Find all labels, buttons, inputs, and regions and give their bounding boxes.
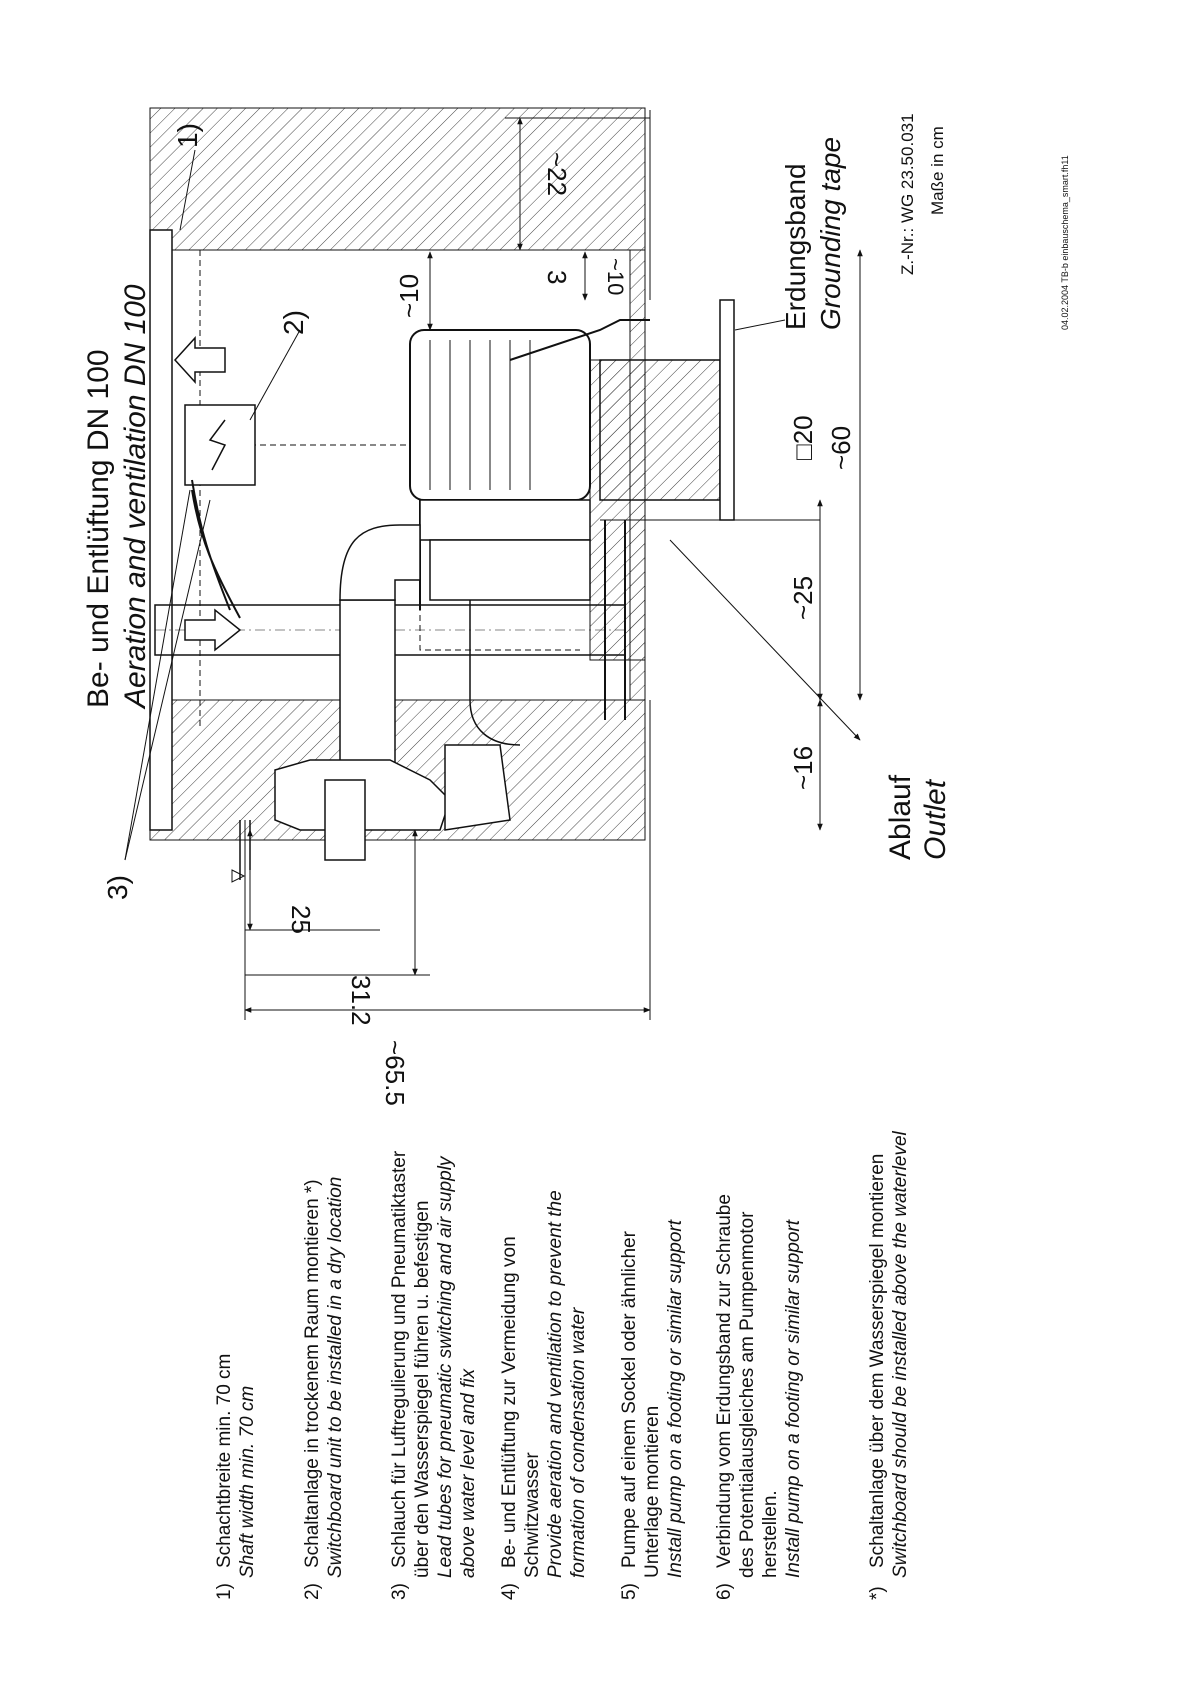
suction-pipe [469, 600, 521, 746]
note-text-de: Schlauch für Luftregulierung und Pneumat… [389, 1150, 410, 1568]
shaft-walls [149, 107, 721, 841]
note-text-en: Lead tubes for pneumatic switching and a… [435, 1155, 456, 1578]
dim-text-22: ~22 [542, 152, 572, 196]
note-text-de: Schwitzwasser [522, 1452, 543, 1578]
note-text-en: formation of condensation water [568, 1307, 589, 1578]
note-text-de: Schaltanlage in trockenem Raum montieren… [302, 1179, 323, 1568]
callout-3: 3) [102, 875, 133, 900]
note-number: 1) [214, 1583, 235, 1600]
note-text-de: Be- und Entlüftung zur Vermeidung von [499, 1236, 520, 1568]
shaft-top-wall [149, 107, 646, 251]
lightning-icon [208, 419, 227, 471]
cover-slab [149, 229, 173, 831]
drawing-units: Maße in cm [928, 126, 947, 215]
note-text-de: herstellen. [760, 1490, 781, 1578]
air-in-arrow [184, 608, 242, 652]
callout-leader-3 [124, 489, 191, 861]
label-outlet-en: Outlet [919, 778, 952, 860]
callout-leader-1 [179, 149, 196, 231]
switchboard [184, 404, 256, 486]
note-number: 4) [499, 1583, 520, 1600]
grounding-tape-plate [719, 299, 735, 521]
motor-housing [409, 329, 591, 501]
note-text-de: Schaltanlage über dem Wasserspiegel mont… [867, 1154, 888, 1568]
note-text-en: Switchboard should be installed above th… [890, 1130, 911, 1578]
note-text-en: Shaft width min. 70 cm [237, 1386, 258, 1578]
dim-text-16: ~16 [788, 746, 818, 790]
discharge-pipe [339, 599, 396, 781]
elbow [339, 524, 421, 601]
callout-leader-2 [249, 329, 301, 421]
dim-text-3: 3 [542, 270, 572, 284]
water-level-marker [231, 869, 246, 883]
callout-2: 2) [278, 310, 309, 335]
dim-text-65: ~65.5 [380, 1040, 410, 1106]
callout-leader-3 [124, 499, 211, 861]
title-en: Aeration and ventilation DN 100 [119, 284, 152, 710]
note-text-de: Pumpe auf einem Sockel oder ähnlicher [619, 1230, 640, 1568]
note-text-de: Verbindung vom Erdungsband zur Schraube [714, 1194, 735, 1568]
note-number: *) [867, 1586, 888, 1600]
label-grounding-de: Erdungsband [780, 163, 811, 330]
dimension-lines [244, 110, 863, 1020]
footing-block [599, 359, 721, 501]
callout-leaders [124, 149, 301, 861]
dim-text-60: ~60 [826, 426, 856, 470]
pump-flange [429, 539, 591, 601]
note-number: 2) [302, 1583, 323, 1600]
note-text-en: Switchboard unit to be installed in a dr… [325, 1177, 346, 1578]
note-text-en: Provide aeration and ventilation to prev… [545, 1190, 566, 1578]
switchboard-box [184, 404, 256, 486]
label-grounding-en: Grounding tape [815, 137, 846, 330]
note-text-en: above water level and fix [458, 1367, 479, 1578]
grounding-leader [734, 319, 786, 331]
dim-text-20: □20 [788, 415, 818, 460]
drawing-file: 04.02.2004 TB-b einbauschema_smart.fh11 [1060, 155, 1070, 330]
note-text-de: Schachtbreite min. 70 cm [214, 1354, 235, 1568]
callout-1: 1) [172, 123, 203, 148]
motor-flange [419, 499, 591, 541]
shaft-floor [629, 249, 646, 701]
dim-text-31: 31.2 [346, 975, 376, 1026]
pump-motor [409, 319, 650, 601]
note-number: 3) [389, 1583, 410, 1600]
outlet-leader [669, 539, 861, 741]
air-out-arrow [173, 336, 226, 384]
aeration-arrows [173, 336, 242, 652]
dim-text-10a: ~10 [394, 274, 424, 318]
drawing-number: Z.-Nr.: WG 23.50.031 [898, 113, 917, 275]
note-text-de: Unterlage montieren [642, 1406, 663, 1578]
note-number: 5) [619, 1583, 640, 1600]
strainer [444, 744, 511, 831]
float-housing [324, 779, 366, 861]
note-text-de: über den Wasserspiegel führen u. befesti… [412, 1201, 433, 1578]
note-text-en: Install pump on a footing or similar sup… [783, 1219, 804, 1578]
title-de: Be- und Entlüftung DN 100 [82, 349, 115, 708]
outlet-pipe [604, 520, 861, 741]
note-text-de: des Potentialausgleiches am Pumpenmotor [737, 1211, 758, 1578]
label-outlet-de: Ablauf [884, 774, 917, 860]
note-number: 6) [714, 1583, 735, 1600]
dim-text-25b: 25 [286, 905, 316, 934]
dim-text-25a: ~25 [788, 576, 818, 620]
pump-hydraulics [274, 524, 521, 861]
grounding-wire [509, 319, 650, 361]
dim-text-10b: ~10 [603, 258, 628, 295]
note-text-en: Install pump on a footing or similar sup… [665, 1219, 686, 1578]
